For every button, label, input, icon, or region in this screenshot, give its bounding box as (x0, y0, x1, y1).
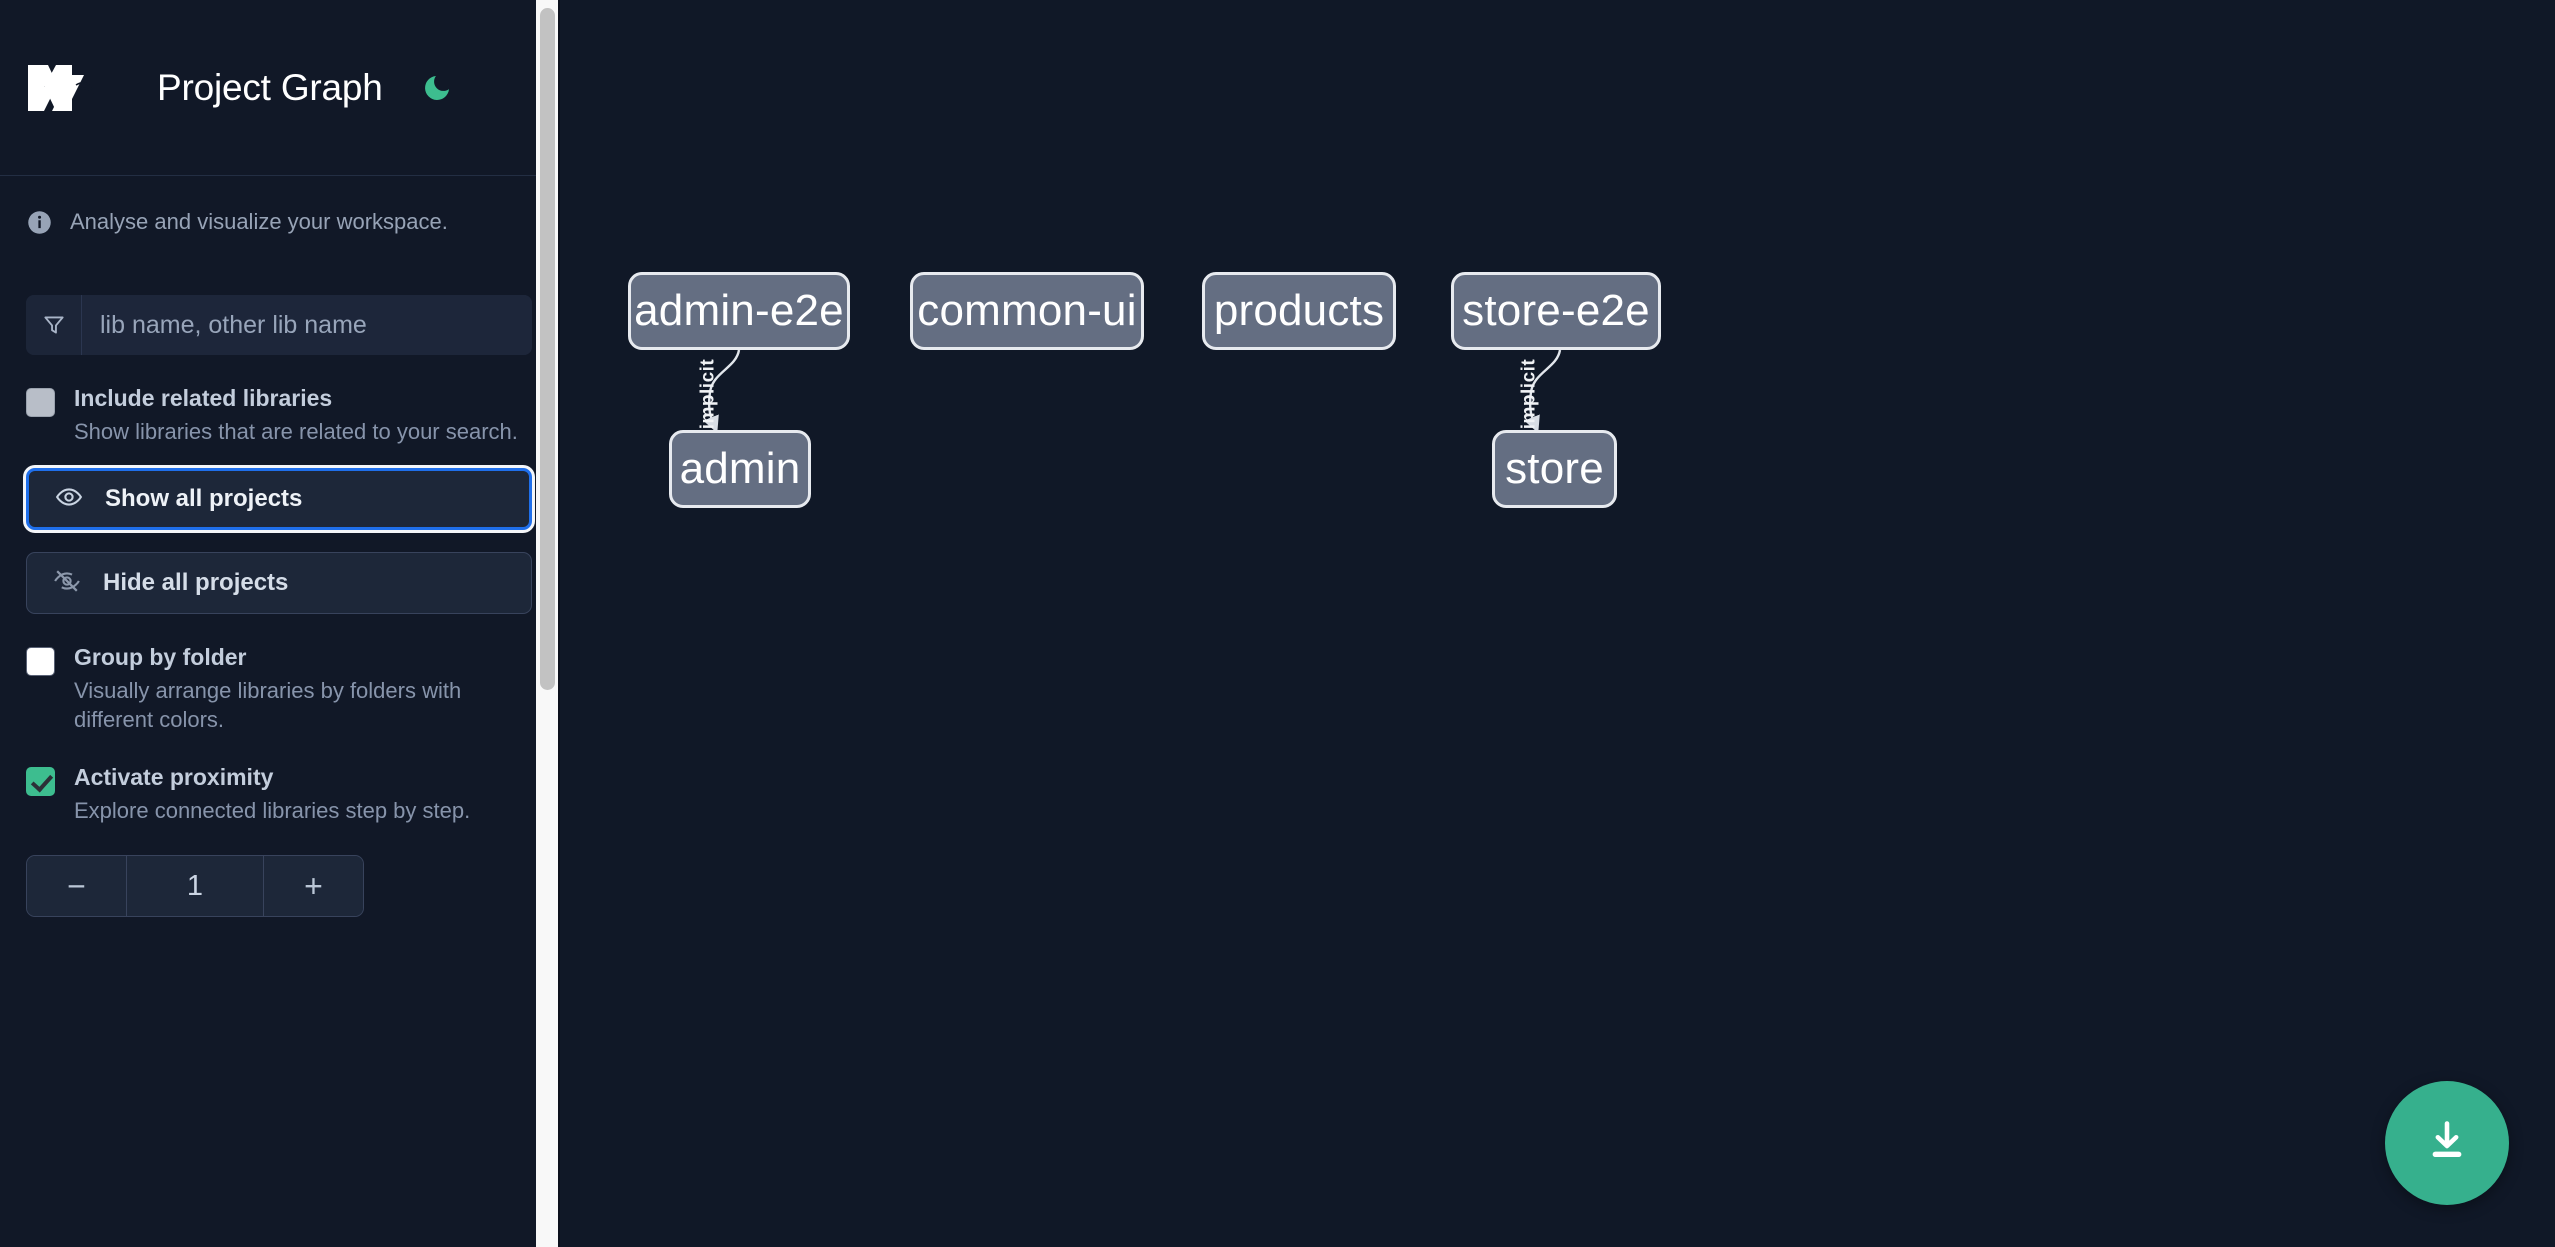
show-all-projects-label: Show all projects (105, 485, 303, 512)
page-title: Project Graph (157, 66, 383, 108)
activate-proximity-label: Activate proximity (74, 764, 274, 790)
edge-label-admin-implicit: implicit (697, 358, 719, 430)
sidebar-body: Include related libraries Show libraries… (0, 295, 558, 917)
graph-edges-layer (703, 349, 1562, 434)
workspace-note: Analyse and visualize your workspace. (0, 176, 558, 268)
activate-proximity-description: Explore connected libraries step by step… (74, 798, 471, 823)
group-by-folder-description: Visually arrange libraries by folders wi… (74, 678, 462, 732)
graph-node-admin-e2e[interactable]: admin-e2e (628, 272, 850, 350)
option-include-related-libraries[interactable]: Include related libraries Show libraries… (26, 383, 532, 446)
group-by-folder-checkbox[interactable] (26, 647, 55, 676)
hide-all-projects-label: Hide all projects (103, 569, 289, 596)
graph-canvas[interactable]: admin-e2e common-ui products store-e2e a… (558, 0, 2555, 1247)
graph-nodes-layer: admin-e2e common-ui products store-e2e a… (560, 0, 2555, 1247)
sidebar-scrollbar[interactable] (536, 0, 558, 1247)
include-related-libraries-label: Include related libraries (74, 385, 333, 411)
proximity-stepper[interactable]: − 1 + (26, 855, 364, 917)
sidebar-header: Project Graph (0, 0, 558, 176)
graph-node-store[interactable]: store (1492, 430, 1617, 508)
filter-icon (26, 295, 82, 355)
nx-logo-icon (26, 57, 122, 119)
group-by-folder-label: Group by folder (74, 644, 247, 670)
stepper-value: 1 (127, 856, 263, 916)
download-button[interactable] (2385, 1081, 2509, 1205)
eye-icon (55, 483, 83, 516)
include-related-libraries-checkbox[interactable] (26, 388, 55, 417)
info-icon (26, 209, 53, 236)
activate-proximity-checkbox[interactable] (26, 767, 55, 796)
moon-icon[interactable] (417, 68, 457, 108)
graph-node-store-e2e[interactable]: store-e2e (1451, 272, 1661, 350)
option-group-by-folder[interactable]: Group by folder Visually arrange librari… (26, 642, 532, 734)
option-activate-proximity[interactable]: Activate proximity Explore connected lib… (26, 762, 532, 825)
show-all-projects-button[interactable]: Show all projects (26, 468, 532, 530)
sidebar: Project Graph Analyse and visualize your… (0, 0, 558, 1247)
graph-node-admin[interactable]: admin (669, 430, 811, 508)
download-icon (2422, 1116, 2472, 1171)
include-related-libraries-description: Show libraries that are related to your … (74, 419, 518, 444)
graph-node-products[interactable]: products (1202, 272, 1396, 350)
stepper-decrement-button[interactable]: − (27, 856, 127, 916)
workspace-note-text: Analyse and visualize your workspace. (70, 209, 448, 234)
eye-off-icon (53, 567, 81, 600)
hide-all-projects-button[interactable]: Hide all projects (26, 552, 532, 614)
search-input[interactable] (82, 295, 532, 355)
search-field[interactable] (26, 295, 532, 355)
edge-label-store-implicit: implicit (1518, 358, 1540, 430)
graph-node-common-ui[interactable]: common-ui (910, 272, 1144, 350)
sidebar-scrollbar-thumb[interactable] (540, 8, 555, 690)
stepper-increment-button[interactable]: + (263, 856, 363, 916)
